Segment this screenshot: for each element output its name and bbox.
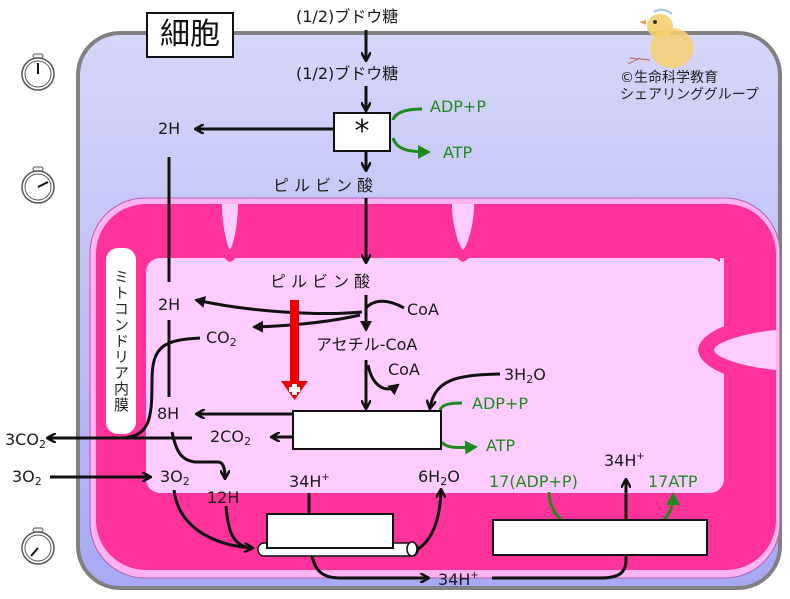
synthase-proton-label: 34H+ — [604, 451, 645, 470]
glycolysis-adp-label: ADP+P — [430, 97, 486, 116]
inner-membrane-label: ミトコンドリア内膜 — [106, 248, 136, 434]
arrow-water-in — [430, 372, 501, 408]
cycle-2co2-label: 2CO2 — [210, 427, 251, 448]
crista-3-inner — [714, 330, 776, 370]
crista-2-inner — [452, 204, 474, 250]
arrow-co2-out — [252, 313, 361, 333]
citric-acid-cycle-box[interactable] — [292, 410, 442, 450]
arrow-coa-in — [364, 299, 405, 310]
arrow-proton-flow — [310, 555, 428, 578]
arrow-adp-in — [391, 107, 423, 121]
glycolysis-enzyme-box[interactable]: * — [333, 112, 391, 152]
matrix-2h-label: 2H — [158, 295, 181, 314]
synthase-adp-label: 17(ADP+P) — [489, 472, 578, 491]
proton-bottom-label: 34H+ — [438, 570, 479, 589]
cycle-atp-label: ATP — [486, 436, 516, 455]
pyruvate-label-matrix: ピルビン酸 — [270, 272, 376, 291]
co2-label: CO2 — [206, 328, 237, 349]
credit-text: ©生命科学教育 シェアリンググループ — [620, 70, 759, 104]
enzyme-star-icon: * — [354, 114, 370, 149]
arrow-2h-out — [194, 296, 363, 315]
water-out-label: 6H2O — [418, 467, 460, 488]
arrow-synthase-atp — [662, 492, 680, 522]
pyruvate-label-cytoplasm: ピルビン酸 — [273, 176, 379, 195]
cycle-8h-label: 8H — [157, 404, 180, 423]
arrow-water-out — [417, 490, 441, 551]
atp-synthase-box[interactable] — [492, 519, 708, 556]
glucose-outside-label: (1/2)ブドウ糖 — [296, 7, 399, 26]
arrow-atp-out — [391, 137, 431, 159]
credit-line-2: シェアリンググループ — [620, 87, 759, 103]
arrow-cycle-adp — [438, 401, 463, 411]
crista-1-inner — [222, 204, 238, 250]
red-arrow-shaft — [290, 300, 299, 382]
cycle-adp-label: ADP+P — [472, 394, 528, 413]
o2-outside-label: 3O2 — [12, 467, 42, 488]
arrow-cycle-atp — [440, 440, 478, 455]
proton-top-label: 34H+ — [289, 472, 330, 491]
chick-mascot-icon — [627, 8, 694, 68]
electron-transport-box[interactable] — [266, 513, 394, 549]
stopwatch-icon — [21, 53, 55, 91]
o2-matrix-label: 3O2 — [160, 467, 190, 488]
credit-line-1: ©生命科学教育 — [620, 70, 718, 86]
stopwatch-icon — [21, 166, 55, 204]
glycolysis-2h-label: 2H — [158, 119, 181, 138]
hydrogen-12h-label: 12H — [207, 488, 240, 507]
water-in-label: 3H2O — [504, 365, 546, 386]
stopwatch-icon — [21, 527, 55, 565]
arrow-synthase-adp — [547, 491, 563, 522]
arrow-co2-outside — [48, 336, 201, 438]
acetyl-coa-label: アセチル-CoA — [316, 335, 418, 354]
synthase-atp-label: 17ATP — [648, 472, 698, 491]
glucose-inside-label: (1/2)ブドウ糖 — [296, 64, 399, 83]
line-proton-return — [492, 480, 626, 580]
arrow-o2-complex — [172, 489, 252, 548]
arrow-coa-release — [366, 364, 400, 396]
cell-title: 細胞 — [146, 12, 234, 58]
arrow-8h-12h — [170, 431, 225, 478]
co2-outside-label: 3CO2 — [5, 430, 46, 451]
glycolysis-atp-label: ATP — [443, 143, 473, 162]
coa-in-label: CoA — [407, 300, 439, 319]
coa-out-label: CoA — [388, 360, 420, 379]
arrow-12h-complex — [224, 505, 251, 550]
